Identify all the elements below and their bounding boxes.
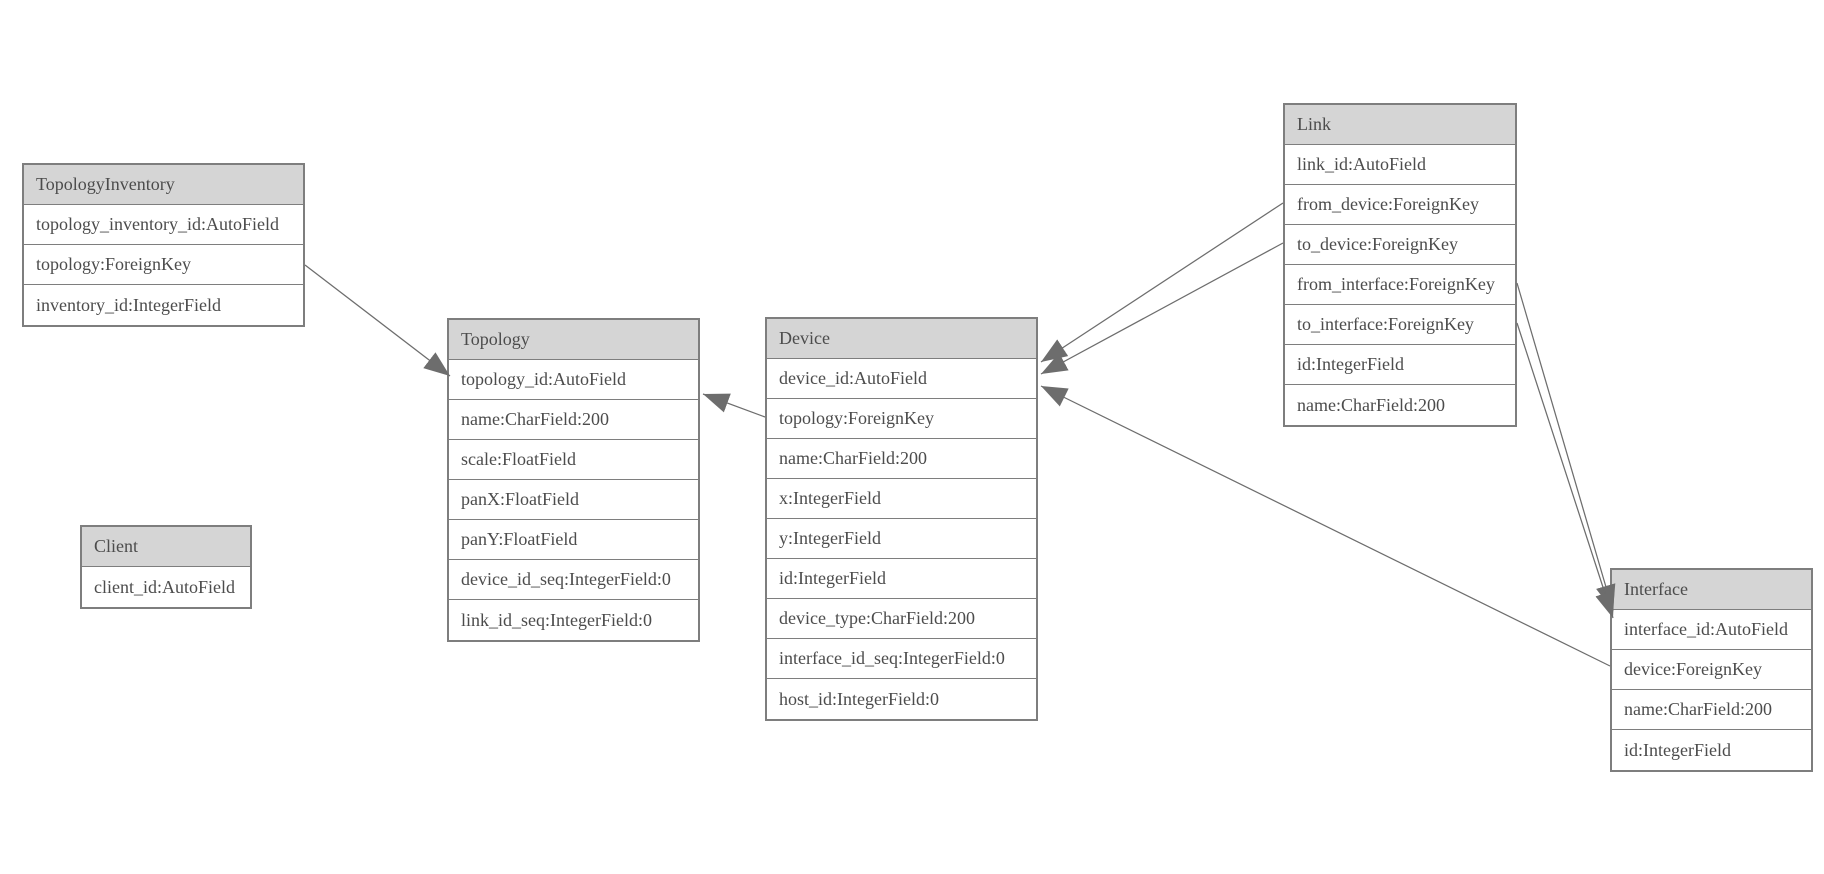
entity-title: Link	[1285, 105, 1515, 145]
field-row: scale:FloatField	[449, 440, 698, 480]
field-row: panY:FloatField	[449, 520, 698, 560]
field-row: panX:FloatField	[449, 480, 698, 520]
entity-title: TopologyInventory	[24, 165, 303, 205]
edge-link-from-interface-to-interface	[1516, 282, 1616, 612]
field-row: name:CharField:200	[767, 439, 1036, 479]
field-row: topology:ForeignKey	[24, 245, 303, 285]
edge-link-from-device-to-device	[1040, 202, 1284, 363]
field-row: y:IntegerField	[767, 519, 1036, 559]
field-row: inventory_id:IntegerField	[24, 285, 303, 325]
field-row: to_device:ForeignKey	[1285, 225, 1515, 265]
edge-link-to-device-to-device	[1040, 242, 1284, 375]
field-row: from_device:ForeignKey	[1285, 185, 1515, 225]
field-row: from_interface:ForeignKey	[1285, 265, 1515, 305]
field-row: device_type:CharField:200	[767, 599, 1036, 639]
field-row: id:IntegerField	[767, 559, 1036, 599]
field-row: interface_id:AutoField	[1612, 610, 1811, 650]
field-row: to_interface:ForeignKey	[1285, 305, 1515, 345]
entity-title: Interface	[1612, 570, 1811, 610]
edge-topologyinventory-topology-to-topology	[304, 264, 451, 377]
field-row: id:IntegerField	[1285, 345, 1515, 385]
field-row: topology:ForeignKey	[767, 399, 1036, 439]
field-row: host_id:IntegerField:0	[767, 679, 1036, 719]
edge-device-topology-to-topology	[702, 393, 766, 418]
edge-interface-device-to-device	[1040, 385, 1611, 667]
entity-title: Topology	[449, 320, 698, 360]
field-row: link_id:AutoField	[1285, 145, 1515, 185]
field-row: topology_id:AutoField	[449, 360, 698, 400]
entity-title: Client	[82, 527, 250, 567]
field-row: id:IntegerField	[1612, 730, 1811, 770]
field-row: name:CharField:200	[449, 400, 698, 440]
field-row: interface_id_seq:IntegerField:0	[767, 639, 1036, 679]
field-row: name:CharField:200	[1612, 690, 1811, 730]
field-row: link_id_seq:IntegerField:0	[449, 600, 698, 640]
field-row: device:ForeignKey	[1612, 650, 1811, 690]
field-row: name:CharField:200	[1285, 385, 1515, 425]
entity-title: Device	[767, 319, 1036, 359]
field-row: device_id:AutoField	[767, 359, 1036, 399]
field-row: x:IntegerField	[767, 479, 1036, 519]
field-row: device_id_seq:IntegerField:0	[449, 560, 698, 600]
edge-link-to-interface-to-interface	[1516, 322, 1615, 619]
field-row: client_id:AutoField	[82, 567, 250, 607]
field-row: topology_inventory_id:AutoField	[24, 205, 303, 245]
